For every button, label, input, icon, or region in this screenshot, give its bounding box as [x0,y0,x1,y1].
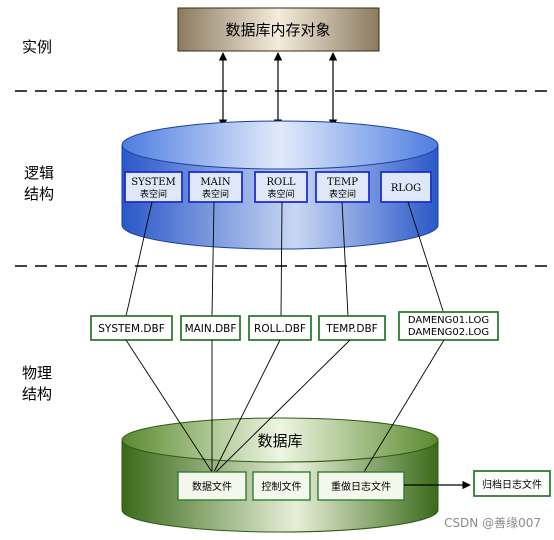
file-label: MAIN.DBF [185,323,237,335]
tablespace-name: RLOG [391,183,421,194]
tablespace-sub: 表空间 [202,188,229,200]
file-roll-dbf: ROLL.DBF [248,315,312,341]
tablespace-name: SYSTEM [131,177,176,188]
archive-log-label: 归档日志文件 [482,478,542,491]
file-label: SYSTEM.DBF [98,323,165,335]
file-to-database-connectors [125,339,445,473]
tablespace-main: MAIN 表空间 [188,171,243,203]
tablespace-sub: 表空间 [329,188,356,200]
logical-to-file-connectors [125,201,445,317]
database-control-file-box: 控制文件 [252,471,311,501]
database-title: 数据库 [257,432,302,450]
tablespace-name: ROLL [266,177,295,188]
file-label: TEMP.DBF [325,323,377,335]
control-file-label: 控制文件 [262,480,302,493]
memory-arrows [218,52,338,128]
data-files-label: 数据文件 [192,480,232,493]
redo-log-label: 重做日志文件 [331,480,391,493]
file-main-dbf: MAIN.DBF [180,315,241,341]
tablespace-temp: TEMP 表空间 [315,171,370,203]
tablespace-rlog: RLOG [380,171,432,203]
section-logical-label-2: 结构 [24,185,54,203]
section-instance-label: 实例 [22,38,52,56]
watermark-text: CSDN @善缘007 [444,515,541,530]
log-file-label-1: DAMENG01.LOG [408,315,489,326]
tablespace-name: TEMP [327,177,358,188]
memory-object-label: 数据库内存对象 [225,21,330,39]
file-label: ROLL.DBF [254,323,306,335]
tablespace-roll: ROLL 表空间 [254,171,308,203]
tablespace-sub: 表空间 [267,188,294,200]
tablespace-sub: 表空间 [140,188,167,200]
file-redo-logs: DAMENG01.LOG DAMENG02.LOG [398,311,499,341]
section-physical-label-1: 物理 [22,364,52,382]
archive-log-box: 归档日志文件 [473,470,551,497]
tablespace-system: SYSTEM 表空间 [124,171,183,203]
file-temp-dbf: TEMP.DBF [318,315,386,341]
section-logical-label-1: 逻辑 [24,164,54,182]
section-physical-label-2: 结构 [22,385,52,403]
database-data-files-box: 数据文件 [177,471,247,501]
memory-object-box [177,7,380,52]
file-system-dbf: SYSTEM.DBF [90,315,173,341]
tablespace-name: MAIN [200,177,230,188]
log-file-label-2: DAMENG02.LOG [408,327,489,338]
database-redo-log-box: 重做日志文件 [317,471,405,501]
